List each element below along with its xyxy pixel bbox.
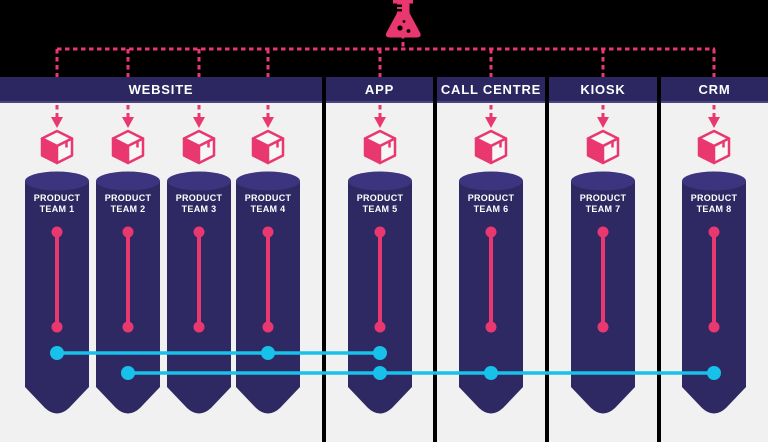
team-label-8: PRODUCT TEAM 8 [690,193,738,214]
header-divider [545,77,549,103]
channel-call-centre: CALL CENTRE [437,77,545,103]
team-label-1: PRODUCT TEAM 1 [33,193,81,214]
channel-header-bar: WEBSITE APP CALL CENTRE KIOSK CRM [0,77,768,103]
channel-crm: CRM [661,77,768,103]
team-label-3: PRODUCT TEAM 3 [175,193,223,214]
header-divider [433,77,437,103]
journey-line-1 [50,346,387,360]
channel-label: WEBSITE [128,81,194,97]
channel-divider [322,103,326,442]
journey-line-2 [121,366,721,380]
channel-label: APP [364,81,395,97]
channel-label: CALL CENTRE [440,81,542,97]
channel-app: APP [326,77,433,103]
team-label-7: PRODUCT TEAM 7 [579,193,627,214]
channel-divider [433,103,437,442]
team-label-6: PRODUCT TEAM 6 [467,193,515,214]
channel-divider [545,103,549,442]
team-label-5: PRODUCT TEAM 5 [356,193,404,214]
team-label-2: PRODUCT TEAM 2 [104,193,152,214]
drop-arrows [49,103,722,130]
team-label-4: PRODUCT TEAM 4 [244,193,292,214]
channel-website: WEBSITE [0,77,322,103]
distribution-tree [55,34,716,77]
channel-kiosk: KIOSK [549,77,657,103]
package-icons [40,129,731,165]
flask-icon [385,0,421,38]
channel-divider [657,103,661,442]
header-divider [657,77,661,103]
channel-label: CRM [698,81,731,97]
header-divider [322,77,326,103]
channel-label: KIOSK [580,81,626,97]
